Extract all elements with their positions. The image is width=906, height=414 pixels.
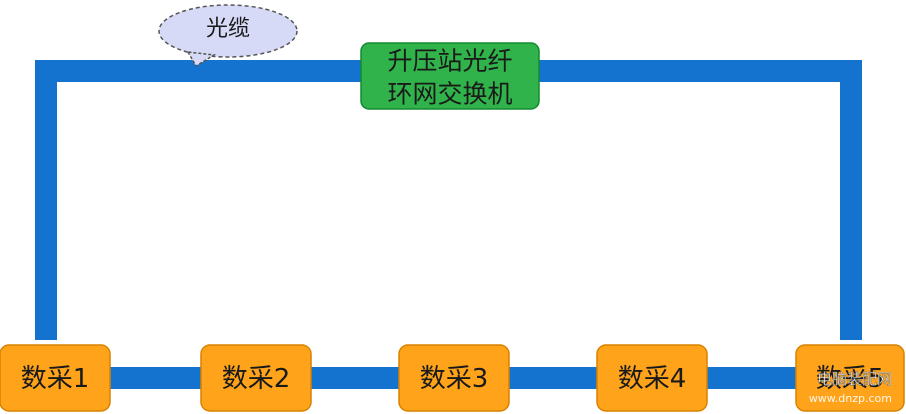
collector-nodes: 数采1 数采2 数采3 数采4 数采5 bbox=[0, 344, 905, 412]
switch-label-line2: 环网交换机 bbox=[387, 80, 512, 109]
node-1-box bbox=[0, 344, 111, 412]
watermark-title: 电脑装配网 bbox=[817, 370, 892, 388]
callout-bubble bbox=[158, 4, 298, 58]
fiber-ring-line bbox=[35, 60, 862, 340]
switch-label-line1: 升压站光纤 bbox=[387, 47, 512, 76]
node-3-box bbox=[398, 344, 510, 412]
node-3: 数采3 bbox=[398, 344, 510, 412]
node-3-label: 数采3 bbox=[420, 364, 489, 394]
node-2-label: 数采2 bbox=[222, 364, 291, 394]
node-5-box bbox=[795, 344, 905, 412]
cable-label: 光缆 bbox=[206, 17, 250, 42]
node-4-box bbox=[596, 344, 708, 412]
node-5: 数采5 bbox=[795, 344, 905, 412]
switch-box bbox=[360, 42, 540, 110]
ring-switch: 升压站光纤 环网交换机 bbox=[360, 42, 540, 110]
cable-callout: 光缆 bbox=[158, 4, 298, 68]
node-4-label: 数采4 bbox=[618, 364, 687, 394]
watermark-url: www.dnzp.com bbox=[809, 392, 892, 405]
node-1-label: 数采1 bbox=[21, 364, 90, 394]
watermark: 电脑装配网 www.dnzp.com bbox=[809, 370, 892, 405]
node-2-box bbox=[200, 344, 312, 412]
node-1: 数采1 bbox=[0, 344, 111, 412]
node-2: 数采2 bbox=[200, 344, 312, 412]
callout-tail bbox=[186, 51, 217, 68]
node-4: 数采4 bbox=[596, 344, 708, 412]
node-5-label: 数采5 bbox=[816, 364, 885, 394]
